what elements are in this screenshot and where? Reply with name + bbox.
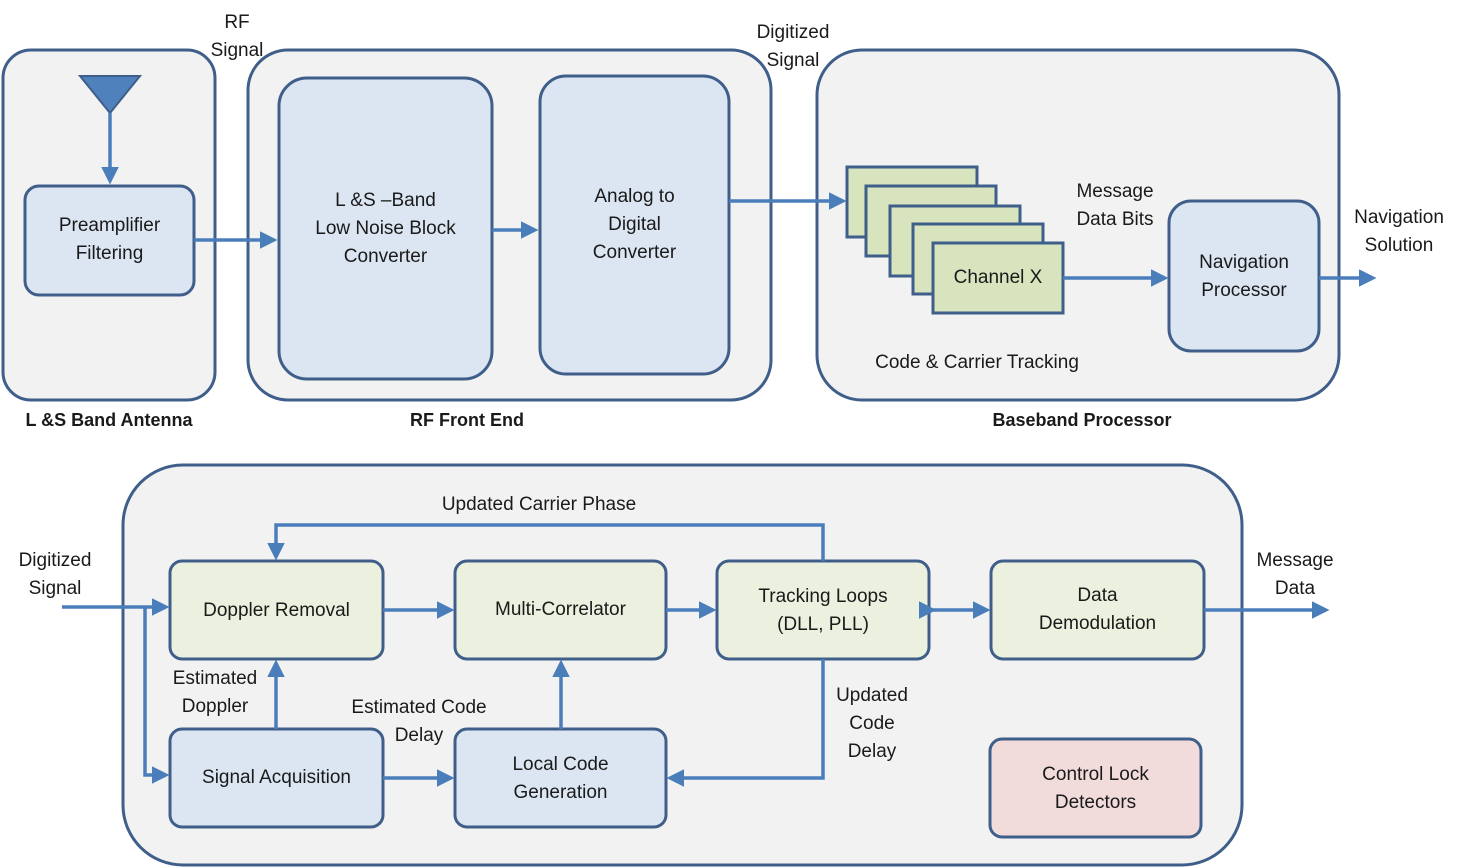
tracking-loops-label: Tracking Loops (DLL, PLL) [758, 586, 888, 635]
data-demodulation-label: Data Demodulation [1038, 585, 1157, 634]
antenna-section-title: L &S Band Antenna [25, 410, 193, 430]
rf-front-end-title: RF Front End [410, 410, 524, 430]
carrier-phase-feedback-arrow [267, 523, 825, 561]
channel-detail-section [121, 463, 1244, 867]
message-data-label: Message Data [1256, 550, 1334, 599]
nav-processor-label: Navigation Processor [1199, 252, 1289, 301]
nav-processor-box [1167, 199, 1321, 353]
code-carrier-tracking-label: Code & Carrier Tracking [875, 352, 1079, 373]
message-data-bits-label: Message Data Bits [1076, 181, 1154, 230]
bottom-digitized-signal-label: Digitized Signal [18, 550, 92, 599]
input-to-acquisition-arrow [143, 607, 170, 784]
estimated-doppler-label: Estimated Doppler [172, 668, 258, 717]
code-delay-feedback-arrow [666, 659, 825, 787]
control-lock-detectors-label: Control Lock Detectors [1042, 764, 1149, 813]
antenna-icon [77, 75, 143, 115]
adc-box [538, 74, 731, 376]
updated-carrier-phase-label: Updated Carrier Phase [441, 494, 637, 515]
preamp-label: Preamplifier Filtering [58, 215, 161, 264]
local-code-generation-label: Local Code Generation [512, 754, 609, 803]
estimated-code-delay-label: Estimated Code Delay [351, 697, 487, 746]
updated-code-delay-label: Updated Code Delay [836, 685, 908, 762]
lnb-label: L &S –Band Low Noise Block Converter [315, 190, 456, 267]
multi-correlator-label: Multi-Correlator [495, 599, 626, 620]
adc-label: Analog to Digital Converter [592, 186, 677, 263]
top-digitized-signal-label: Digitized Signal [756, 22, 830, 71]
control-lock-detectors-box [988, 737, 1203, 839]
channel-x-label: Channel X [953, 267, 1043, 288]
doppler-removal-label: Doppler Removal [203, 600, 350, 621]
navigation-solution-label: Navigation Solution [1354, 207, 1444, 256]
baseband-section-title: Baseband Processor [992, 410, 1172, 430]
signal-acquisition-label: Signal Acquisition [202, 767, 351, 788]
channel-x-box [931, 241, 1065, 315]
rf-signal-label: RF Signal [210, 12, 264, 61]
